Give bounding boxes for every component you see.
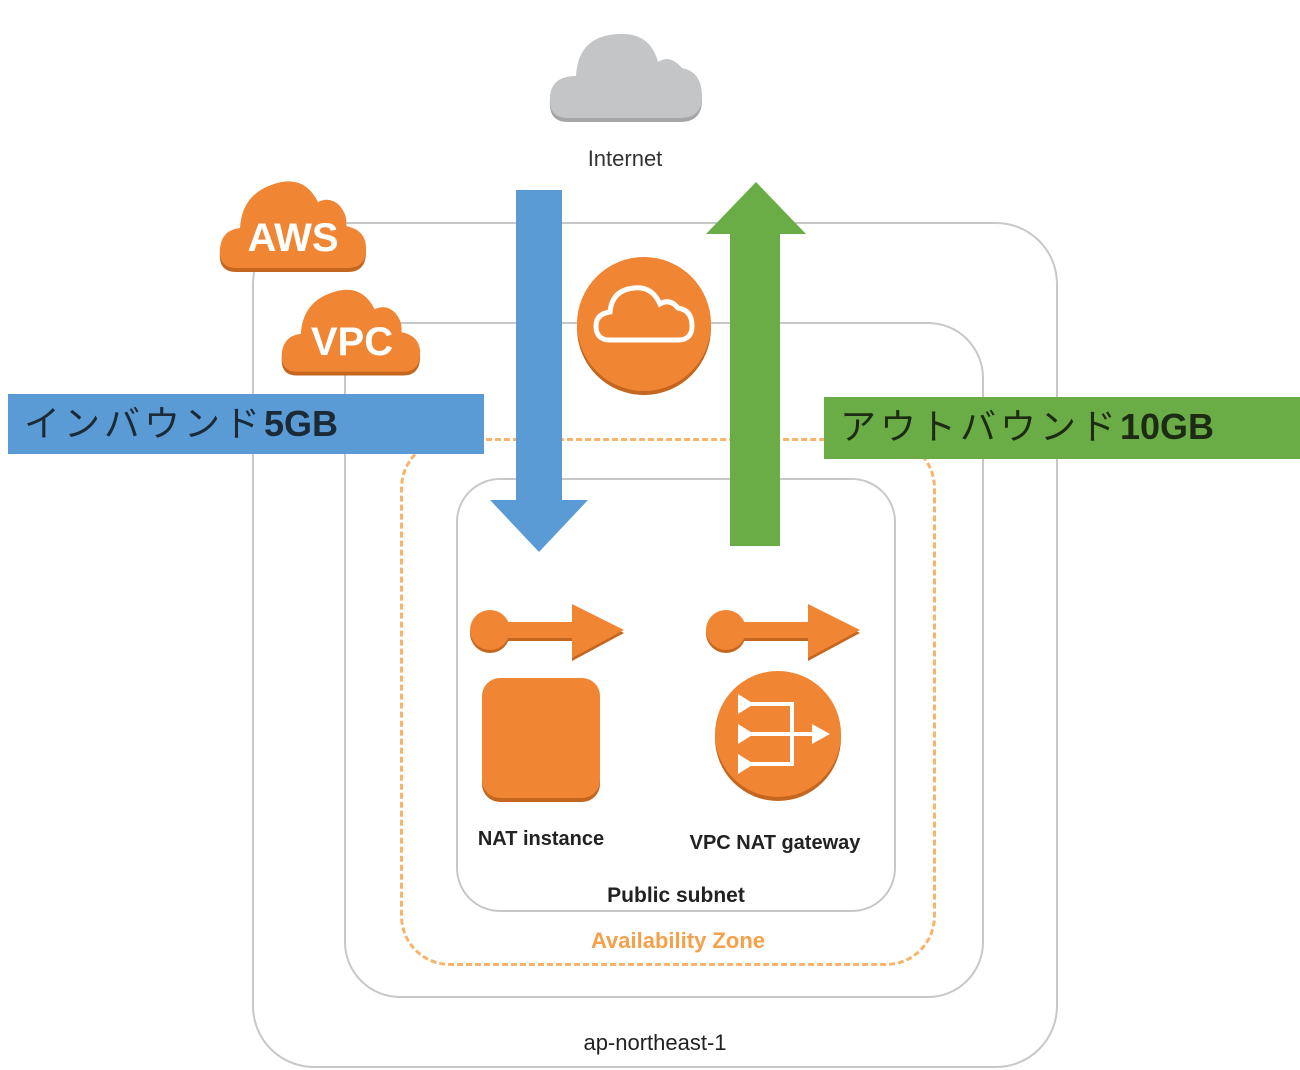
public-subnet-boundary (456, 478, 896, 912)
internet-cloud-icon (549, 33, 702, 122)
nat-gateway-label: VPC NAT gateway (689, 832, 861, 854)
availability-zone-label: Availability Zone (590, 928, 765, 953)
inbound-arrow (490, 190, 588, 552)
region-boundary (252, 222, 1058, 1068)
inbound-amount: 5GB (264, 403, 339, 444)
outbound-label-text: アウトバウンド (840, 407, 1121, 448)
ec2-instance-icon (482, 678, 600, 802)
inbound-traffic-label: インバウンド5GB (8, 394, 484, 454)
outbound-arrow (706, 182, 806, 546)
internet-gateway-icon (577, 257, 711, 395)
internet-label: Internet (587, 146, 663, 171)
aws-cloud-icon (219, 181, 366, 272)
region-label: ap-northeast-1 (583, 1030, 727, 1055)
nat-gateway-icon (715, 671, 841, 801)
nat-gateway-route-icon (706, 604, 860, 661)
outbound-traffic-label: アウトバウンド10GB (824, 397, 1300, 459)
inbound-label-text: インバウンド (24, 404, 265, 445)
vpc-badge-label: VPC (310, 320, 394, 364)
outbound-amount: 10GB (1120, 406, 1215, 447)
availability-zone-boundary (400, 438, 936, 966)
aws-badge-label: AWS (247, 216, 339, 260)
vpc-cloud-icon (281, 289, 421, 376)
public-subnet-label: Public subnet (607, 884, 745, 907)
nat-instance-route-icon (470, 604, 624, 661)
nat-instance-label: NAT instance (477, 828, 605, 850)
